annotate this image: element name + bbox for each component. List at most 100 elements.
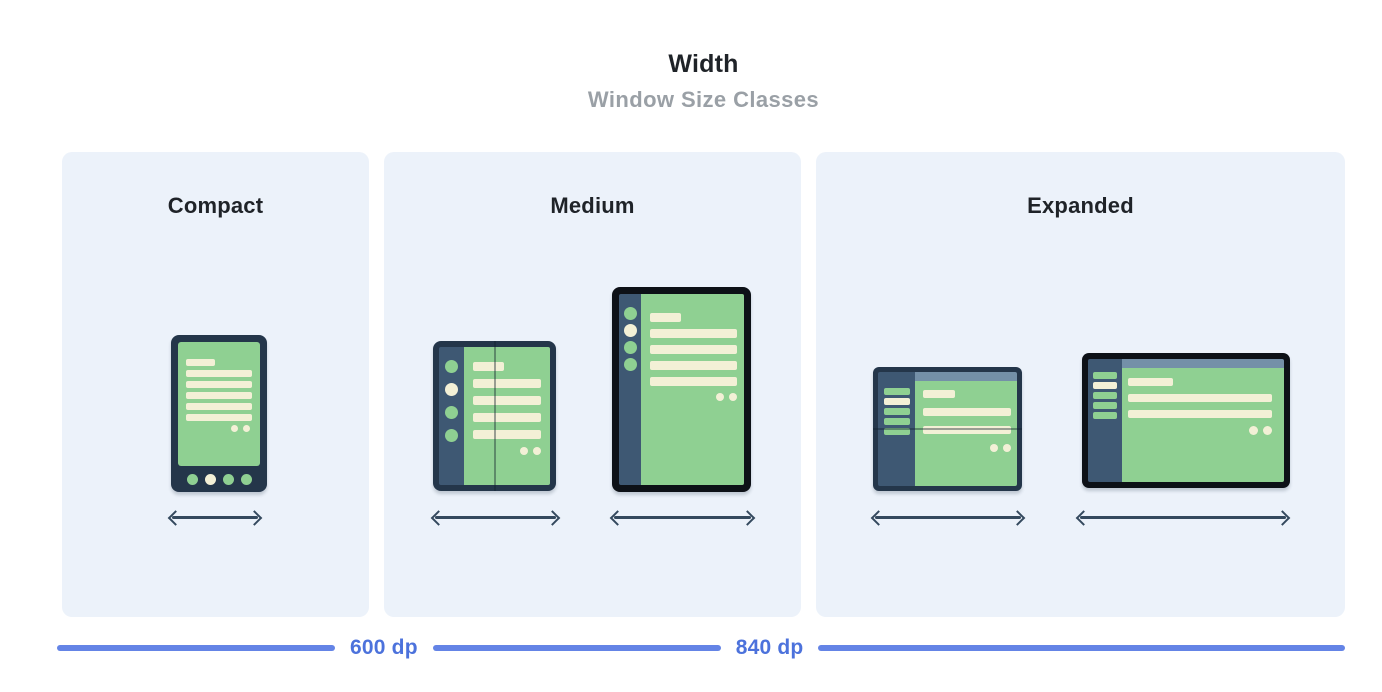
sidebar-item-bar bbox=[883, 428, 910, 435]
rail-dot-icon bbox=[623, 307, 637, 320]
arrow-head-right bbox=[1009, 509, 1026, 526]
rail-dot-icon bbox=[445, 383, 458, 396]
text-line-placeholder bbox=[186, 359, 216, 366]
rail-dot-icon bbox=[623, 341, 637, 354]
text-line-placeholder bbox=[473, 430, 541, 439]
text-line-placeholder bbox=[186, 370, 252, 377]
rail-dot-icon bbox=[623, 358, 637, 371]
tablet-screen bbox=[641, 294, 744, 485]
page-title: Width bbox=[668, 50, 739, 78]
text-line-placeholder bbox=[473, 413, 541, 422]
dot-icon bbox=[990, 444, 998, 452]
text-line-placeholder bbox=[923, 426, 1011, 434]
overflow-dots bbox=[650, 393, 737, 401]
sidebar-item-bar bbox=[883, 408, 910, 415]
tablet-portrait-illustration bbox=[612, 287, 751, 492]
foldable-landscape-illustration bbox=[873, 367, 1022, 491]
panel-expanded: Expanded bbox=[816, 152, 1345, 617]
text-line-placeholder bbox=[186, 381, 252, 388]
tablet-screen bbox=[1122, 368, 1284, 482]
foldable-screen bbox=[464, 347, 550, 485]
rail-dot-icon bbox=[445, 406, 458, 419]
overflow-dots bbox=[473, 447, 541, 455]
text-line-placeholder bbox=[650, 345, 737, 354]
foldable-screen bbox=[915, 381, 1017, 486]
panel-medium: Medium bbox=[384, 152, 801, 617]
arrow-shaft bbox=[435, 516, 556, 519]
width-arrow-icon bbox=[167, 509, 263, 526]
text-line-placeholder bbox=[650, 377, 737, 386]
arrow-shaft bbox=[172, 516, 258, 519]
fold-crease-horizontal bbox=[873, 428, 1022, 430]
nav-dot-icon bbox=[222, 473, 234, 485]
sidebar-item-bar bbox=[1093, 402, 1117, 409]
width-arrow-icon bbox=[870, 509, 1026, 526]
text-line-placeholder bbox=[1128, 378, 1173, 386]
ruler-segment bbox=[57, 645, 335, 651]
breakpoint-label-600dp: 600 dp bbox=[350, 636, 418, 659]
text-line-placeholder bbox=[473, 362, 504, 371]
ruler-segment bbox=[818, 645, 1345, 651]
arrow-shaft bbox=[875, 516, 1021, 519]
phone-screen bbox=[178, 342, 260, 466]
sidebar-item-bar bbox=[1093, 412, 1117, 419]
ruler-segment bbox=[432, 645, 721, 651]
text-line-placeholder bbox=[473, 396, 541, 405]
text-line-placeholder bbox=[1128, 410, 1272, 418]
nav-dot-icon bbox=[186, 473, 198, 485]
rail-dot-icon bbox=[445, 360, 458, 373]
sidebar-item-bar bbox=[883, 388, 910, 395]
nav-dot-icon bbox=[204, 473, 216, 485]
text-line-placeholder bbox=[650, 361, 737, 370]
sidebar-item-bar bbox=[1093, 372, 1117, 379]
dot-icon bbox=[729, 393, 737, 401]
arrow-head-right bbox=[246, 509, 263, 526]
phone-portrait-illustration bbox=[171, 335, 267, 492]
width-arrow-icon bbox=[609, 509, 756, 526]
arrow-head-right bbox=[544, 509, 561, 526]
nav-rail bbox=[619, 294, 641, 485]
dot-icon bbox=[1003, 444, 1011, 452]
sidebar-item-bar bbox=[1093, 382, 1117, 389]
dot-icon bbox=[1263, 426, 1272, 435]
dot-icon bbox=[243, 425, 250, 432]
overflow-dots bbox=[186, 425, 252, 432]
arrow-head-left bbox=[430, 509, 447, 526]
phone-nav-bar bbox=[178, 466, 260, 492]
text-line-placeholder bbox=[1128, 394, 1272, 402]
text-line-placeholder bbox=[473, 379, 541, 388]
arrow-head-left bbox=[167, 509, 184, 526]
sidebar-item-bar bbox=[883, 418, 910, 425]
arrow-shaft bbox=[614, 516, 751, 519]
rail-dot-icon bbox=[445, 429, 458, 442]
nav-sidebar bbox=[878, 372, 915, 486]
arrow-head-left bbox=[1075, 509, 1092, 526]
text-line-placeholder bbox=[186, 392, 252, 399]
dot-icon bbox=[716, 393, 724, 401]
text-line-placeholder bbox=[186, 403, 252, 410]
header: Width Window Size Classes bbox=[62, 50, 1345, 113]
rail-dot-icon bbox=[623, 324, 637, 337]
dot-icon bbox=[520, 447, 528, 455]
text-line-placeholder bbox=[650, 313, 682, 322]
app-top-bar bbox=[1122, 359, 1284, 368]
arrow-head-left bbox=[870, 509, 887, 526]
sidebar-item-bar bbox=[883, 398, 910, 405]
width-arrow-icon bbox=[430, 509, 561, 526]
panel-title-expanded: Expanded bbox=[1027, 193, 1134, 218]
panel-title-compact: Compact bbox=[167, 193, 264, 218]
fold-crease-vertical bbox=[493, 341, 496, 491]
panel-compact: Compact bbox=[62, 152, 369, 617]
overflow-dots bbox=[1128, 426, 1272, 435]
device-main-area bbox=[915, 372, 1017, 486]
arrow-head-right bbox=[1274, 509, 1291, 526]
arrow-head-left bbox=[609, 509, 626, 526]
tablet-landscape-illustration bbox=[1082, 353, 1290, 488]
overflow-dots bbox=[923, 444, 1011, 452]
dot-icon bbox=[1249, 426, 1258, 435]
nav-dot-icon bbox=[240, 473, 252, 485]
panel-title-medium: Medium bbox=[550, 193, 635, 218]
breakpoint-label-840dp: 840 dp bbox=[735, 636, 804, 659]
nav-rail bbox=[439, 347, 464, 485]
